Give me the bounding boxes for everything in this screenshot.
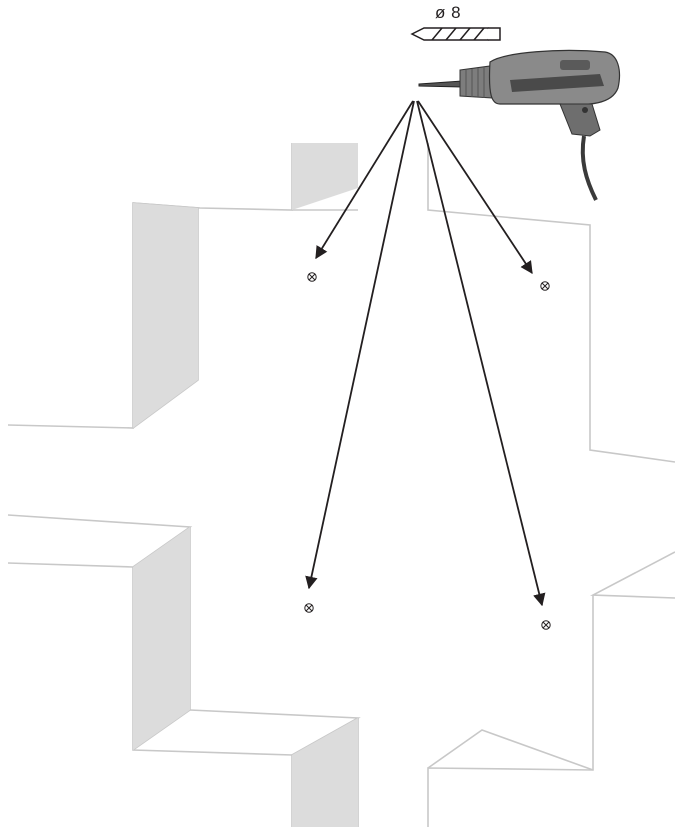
arrow-bottom-left <box>305 100 415 590</box>
hole-markers <box>304 272 551 630</box>
arrow-bottom-right <box>416 100 546 607</box>
power-drill-icon <box>418 49 621 201</box>
drill-hole-marker-icon <box>307 272 317 282</box>
drill-bit-diameter-label: ø 8 <box>435 3 462 22</box>
arrow-top-right <box>417 100 533 275</box>
drill-hole-marker-icon <box>540 281 550 291</box>
shelf-shading <box>133 143 358 827</box>
shelf-outline <box>7 143 675 827</box>
drill-hole-marker-icon <box>304 603 314 613</box>
arrow-top-left <box>315 100 414 260</box>
direction-arrows <box>305 100 546 607</box>
drill-hole-marker-icon <box>541 620 551 630</box>
drill-bit-icon <box>410 27 501 41</box>
